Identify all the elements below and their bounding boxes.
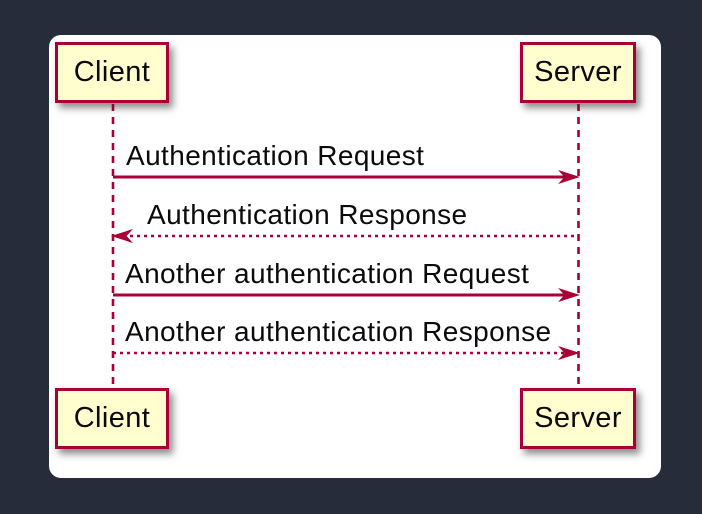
message-3-arrowhead	[558, 288, 580, 302]
message-4-label: Another authentication Response	[125, 316, 552, 347]
diagram-panel: Client Server Client Server Authenticati…	[49, 35, 661, 478]
participant-client-bottom: Client	[55, 388, 169, 449]
message-4-arrowhead	[558, 346, 580, 360]
participant-server-top: Server	[520, 42, 636, 103]
message-1-label: Authentication Request	[126, 140, 425, 171]
sequence-diagram-graphics	[111, 104, 580, 388]
message-3-label: Another authentication Request	[125, 258, 530, 289]
participant-client-top: Client	[55, 42, 169, 103]
participant-server-bottom-label: Server	[534, 402, 622, 434]
participant-server-bottom: Server	[520, 388, 636, 449]
message-1-arrowhead	[558, 170, 580, 184]
participant-client-top-label: Client	[73, 56, 151, 88]
message-2-label: Authentication Response	[147, 199, 468, 230]
participant-server-top-label: Server	[534, 56, 622, 88]
participant-client-bottom-label: Client	[73, 402, 151, 434]
message-2-arrowhead	[111, 229, 133, 243]
